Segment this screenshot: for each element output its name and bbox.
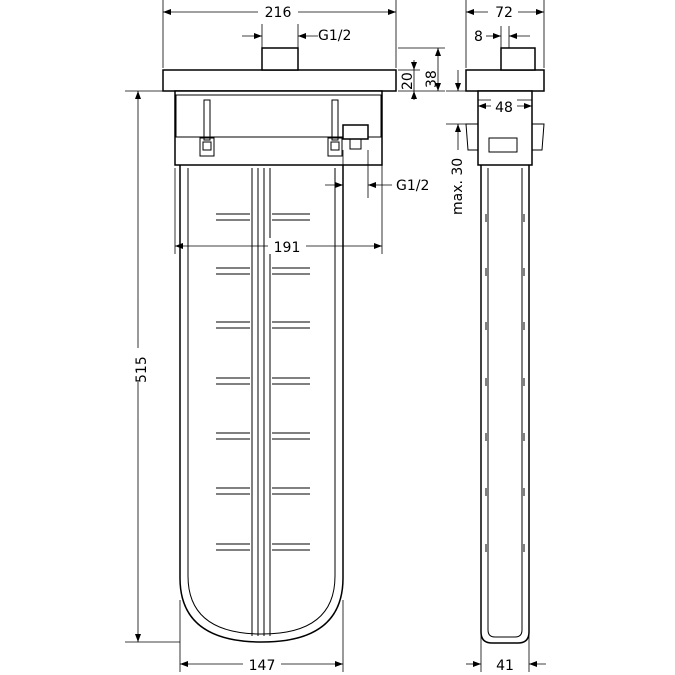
- front-left-clip: [199, 99, 215, 157]
- dim-515-label: 515: [134, 356, 150, 383]
- dim-8: 8: [474, 26, 530, 48]
- front-u-body-inner: [187, 168, 336, 635]
- side-body-inner: [487, 168, 523, 638]
- front-u-body-outer: [179, 165, 344, 643]
- dim-g12-side: G1/2: [325, 150, 429, 198]
- front-view: 216 G1/2 20 38: [125, 0, 445, 674]
- side-rib-marks: [485, 214, 525, 552]
- side-nut: [488, 137, 518, 153]
- front-right-clip: [327, 99, 343, 157]
- dim-72: 72: [465, 0, 545, 68]
- dim-191: 191: [174, 150, 383, 256]
- dim-515: 515: [125, 90, 180, 643]
- dim-max30: max. 30: [446, 70, 478, 215]
- front-top-connector: [261, 47, 299, 71]
- dim-147-label: 147: [249, 658, 276, 674]
- dim-147: 147: [179, 600, 344, 674]
- dim-216: 216: [162, 0, 397, 68]
- side-body-outer: [480, 165, 530, 644]
- dim-20-label: 20: [400, 72, 416, 90]
- front-side-connector: [342, 124, 369, 140]
- dim-48: 48: [478, 98, 532, 116]
- front-ribs: [216, 213, 310, 551]
- front-side-connector-nut: [349, 138, 362, 150]
- dim-41-label: 41: [496, 658, 514, 674]
- dim-72-label: 72: [495, 5, 513, 21]
- dim-41: 41: [466, 600, 546, 674]
- front-spine: [251, 168, 271, 636]
- dim-38-label: 38: [424, 70, 440, 88]
- front-top-plate: [162, 69, 397, 92]
- dim-20-38: 20 38: [398, 47, 445, 100]
- dim-191-label: 191: [274, 240, 301, 256]
- side-top-plate: [465, 69, 545, 92]
- side-top-connector: [500, 47, 536, 71]
- dim-g12-top-label: G1/2: [318, 28, 351, 44]
- dim-max30-label: max. 30: [450, 158, 466, 215]
- dim-48-label: 48: [495, 100, 513, 116]
- dim-g12-top: G1/2: [242, 24, 351, 48]
- front-housing-inner: [175, 94, 382, 138]
- side-bracket: [465, 123, 545, 151]
- front-spine-inner: [257, 168, 265, 636]
- side-view: 72 8 48 max. 30: [446, 0, 546, 674]
- dim-216-label: 216: [265, 5, 292, 21]
- dim-8-label: 8: [474, 29, 483, 45]
- dim-g12-side-label: G1/2: [396, 178, 429, 194]
